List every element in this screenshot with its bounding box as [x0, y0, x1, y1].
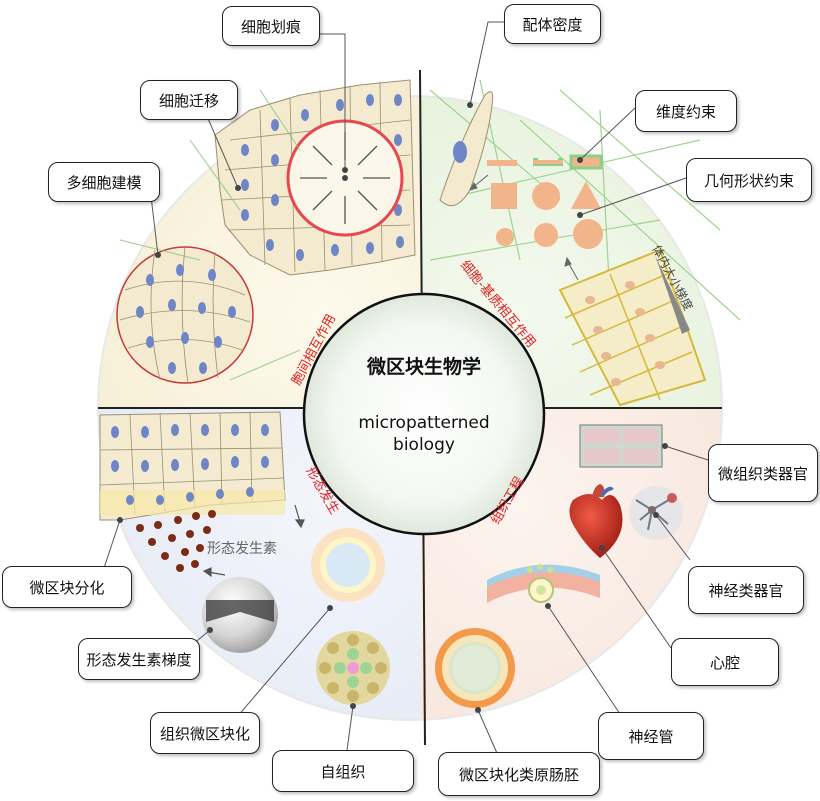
- label-box-gastruloid: 微区块化类原肠胚: [438, 752, 600, 796]
- center-subtitle-line2: biology: [393, 435, 455, 455]
- self-org-disc: [316, 631, 390, 705]
- label-box-micro-organoid: 微组织类器官: [708, 444, 818, 502]
- micro-organoid-grid: [579, 424, 663, 468]
- label-box-density: 配体密度: [504, 4, 601, 44]
- morphogen-label: 形态发生素: [207, 541, 277, 557]
- center-circle: [302, 292, 546, 536]
- label-box-differentiation: 微区块分化: [2, 566, 132, 608]
- epithelial-sheet: [214, 79, 416, 276]
- neural-tube-image: [487, 564, 600, 603]
- label-box-tissue-patterning: 组织微区块化: [150, 712, 260, 754]
- gradient-sphere: [202, 577, 278, 653]
- center-title: 微区块生物学: [366, 356, 481, 378]
- label-box-geometry: 几何形状约束: [686, 158, 812, 202]
- micropattern-shapes: [468, 154, 603, 281]
- label-box-heart: 心腔: [671, 638, 779, 686]
- center-subtitle-line1: micropatterned: [358, 413, 490, 433]
- label-box-wound: 细胞划痕: [222, 6, 320, 46]
- label-box-dimension: 维度约束: [635, 90, 737, 132]
- villus-tissue: 体内大小梯度: [558, 242, 707, 407]
- leader-dots: [117, 102, 668, 713]
- label-box-multicell: 多细胞建模: [48, 162, 160, 202]
- morphogen-dots: [136, 510, 216, 572]
- label-box-neural-tube: 神经管: [598, 712, 704, 760]
- tl-fibers: [119, 89, 301, 381]
- tissue-sheet: [99, 411, 286, 521]
- wound-arrows: [300, 132, 390, 224]
- label-box-self-org: 自组织: [272, 750, 414, 792]
- gradient-wedge: [655, 255, 690, 334]
- label-box-migration: 细胞迁移: [140, 80, 238, 120]
- label-box-neural-organoid: 神经类器官: [688, 566, 804, 614]
- bl-arrows: [202, 504, 305, 578]
- migrating-cell: [439, 91, 494, 207]
- label-box-morphogen-gradient: 形态发生素梯度: [78, 638, 200, 680]
- patterned-disc: [311, 528, 385, 602]
- tr-fibers: [429, 79, 741, 321]
- multicell-sphere: [116, 246, 254, 384]
- heart-image: [569, 484, 623, 558]
- gastruloid-disc: [435, 628, 515, 708]
